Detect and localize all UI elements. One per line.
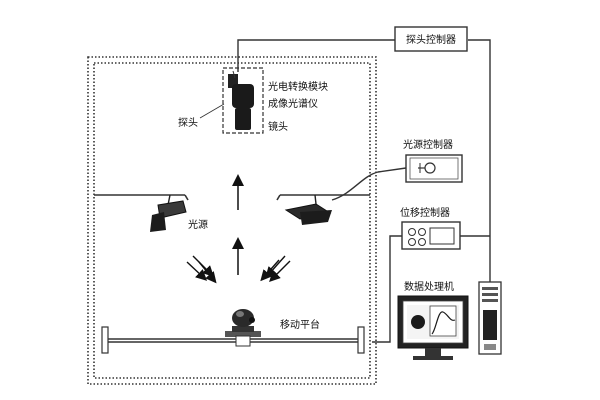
- spectrometer-block: [232, 84, 254, 108]
- probe-cable: [237, 39, 491, 282]
- imaging-spectrometer-label: 成像光谱仪: [268, 97, 318, 110]
- left-illumination-arrows: [186, 255, 217, 284]
- photoelectric-module-label: 光电转换模块: [268, 80, 328, 93]
- moving-platform-label: 移动平台: [280, 318, 320, 331]
- control-knob-icon: [408, 228, 416, 236]
- displacement-controller-label: 位移控制器: [400, 206, 450, 219]
- displacement-controller-box: 位移控制器: [400, 206, 461, 250]
- right-light-source: [284, 194, 332, 225]
- screen-sample-icon: [411, 315, 425, 329]
- light-source-cable: [331, 167, 407, 201]
- dark-box-enclosure: [87, 56, 377, 385]
- light-source-controller-box: 光源控制器: [403, 138, 463, 183]
- displacement-display-screen: [429, 227, 455, 245]
- light-source-controller-label: 光源控制器: [403, 138, 453, 151]
- probe-assembly: [222, 67, 264, 134]
- control-knob-icon: [408, 238, 416, 246]
- data-processing-tower: [478, 281, 502, 355]
- light-shelves: [94, 194, 370, 201]
- control-knob-icon: [418, 238, 426, 246]
- data-processing-monitor: 数据处理机: [397, 280, 469, 360]
- photoelectric-module-block: [228, 74, 238, 88]
- data-processing-unit-label: 数据处理机: [404, 280, 454, 293]
- displacement-cables: [372, 235, 490, 343]
- probe-labels: 光电转换模块 成像光谱仪 镜头 探头: [178, 80, 328, 133]
- left-light-source: [150, 194, 187, 232]
- probe-controller-label: 探头控制器: [406, 33, 456, 46]
- moving-platform: [101, 309, 365, 354]
- bulb-icon: [424, 162, 436, 174]
- lens-block: [235, 108, 251, 130]
- probe-label: 探头: [178, 116, 198, 129]
- probe-controller-box: 探头控制器: [394, 26, 468, 52]
- control-knob-icon: [418, 228, 426, 236]
- light-source-label: 光源: [188, 218, 208, 231]
- right-illumination-arrows: [260, 255, 291, 282]
- lens-label: 镜头: [268, 120, 288, 133]
